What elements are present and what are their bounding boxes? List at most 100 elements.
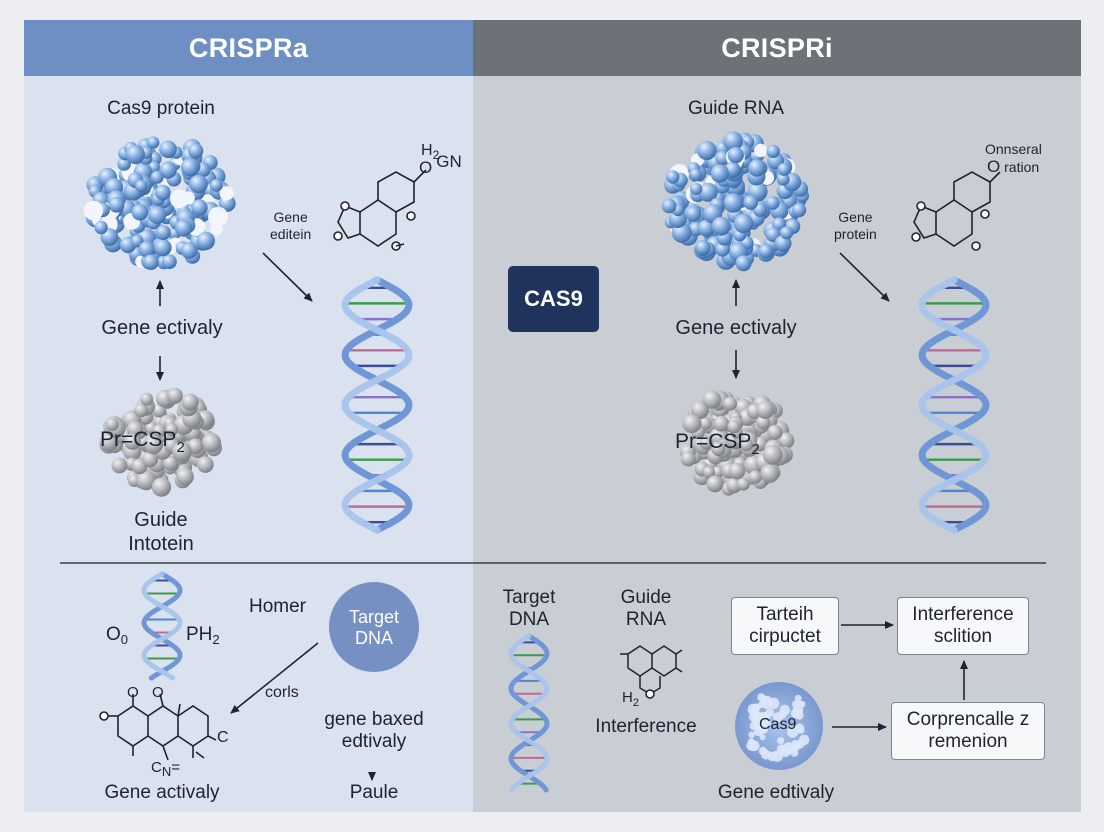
protein-bead [723,193,743,213]
protein-bead [172,441,192,462]
protein-bead [748,159,766,177]
cas9-protein-blob-right [661,131,809,272]
protein-bead [689,182,703,196]
protein-bead [682,414,702,434]
protein-bead [737,477,750,491]
dna-strand [508,633,550,793]
dna-helix-small [141,571,183,681]
protein-bead [125,144,145,165]
protein-bead [695,240,711,256]
cas9-bead [759,734,766,741]
onnseral-ration-label: Onnseral O ration [985,141,1042,176]
cas9-protein-blob [83,136,236,270]
cas9-bead [794,723,805,733]
cas9-bead [748,740,760,752]
cas9-bead [794,694,802,702]
gray-protein-cluster-right [680,390,795,496]
protein-bead [713,415,730,432]
arrow-gene-to-dna-right [839,252,890,302]
protein-bead [159,140,177,159]
protein-bead [209,179,223,192]
protein-bead [715,242,730,257]
protein-bead [792,203,807,218]
protein-bead [142,451,159,468]
guide-rna-label: Guide RNA [687,98,785,119]
molecule-structure-left [333,169,427,251]
pr-csp2-label: Pr=CSP2 [100,428,185,456]
protein-bead [180,158,200,177]
protein-bead [727,147,744,164]
protein-bead [126,421,144,438]
molecule-structure-bottom-right [620,645,683,699]
cas9-bead [773,712,784,723]
protein-bead [144,435,163,455]
cas9-bead [753,726,764,737]
protein-bead [666,170,680,184]
cas9-ball-label: Cas9 [759,716,797,733]
ph2-label: PH2 [186,624,220,647]
protein-bead [767,424,783,440]
protein-bead [181,191,195,205]
protein-bead [191,199,208,216]
protein-bead [710,164,729,183]
dna-strand [141,571,183,681]
protein-bead [134,403,149,418]
molecule-o-a: O [127,684,139,701]
arrow-gene-to-dna [262,252,313,302]
protein-bead [780,226,794,240]
cas9-bead [795,739,805,749]
protein-bead [697,219,715,237]
protein-bead [159,161,177,179]
protein-bead [762,444,783,465]
cas9-bead [753,712,765,724]
protein-bead [154,184,171,201]
molecule-structure-right [911,171,1001,251]
protein-bead [108,196,125,213]
gene-activity-label: Gene ectivaly [101,317,223,339]
protein-bead [723,396,737,411]
dna-strand [918,276,990,534]
cas9-bead [764,720,771,727]
cas9-bead [768,697,780,709]
cas9-bead [779,704,791,716]
cas9-bead [748,731,755,739]
protein-bead [685,206,702,222]
protein-bead [735,255,752,272]
molecule-cn-label: CN= [151,759,180,779]
protein-bead [154,238,172,257]
protein-bead [175,219,193,237]
cas9-bead [792,700,800,709]
protein-bead [94,220,108,235]
protein-bead [689,168,702,181]
arrow-target-to-molecule [230,642,319,714]
protein-bead [135,179,148,193]
crispri-header: CRISPRi [473,20,1081,76]
gene-activity-label-right: Gene ectivaly [675,317,797,339]
molecule-structure-bottom-left [99,693,217,761]
cas9-bead [777,737,785,745]
protein-bead [167,387,183,404]
molecule-c-label: C [217,729,229,746]
protein-bead [756,415,771,430]
paule-label: Paule [349,782,399,803]
protein-bead [760,464,780,483]
protein-bead [733,213,754,234]
dna-helix-small-right [508,633,550,793]
cas9-bead [780,746,791,758]
protein-bead [188,143,204,159]
protein-bead [754,143,768,157]
corls-label: corls [265,684,299,701]
protein-bead [180,242,198,259]
protein-bead [131,203,149,221]
protein-bead [181,393,199,411]
protein-bead [758,244,774,259]
protein-bead [776,172,790,186]
protein-bead [138,241,155,258]
cas9-bead-cluster [735,682,823,770]
